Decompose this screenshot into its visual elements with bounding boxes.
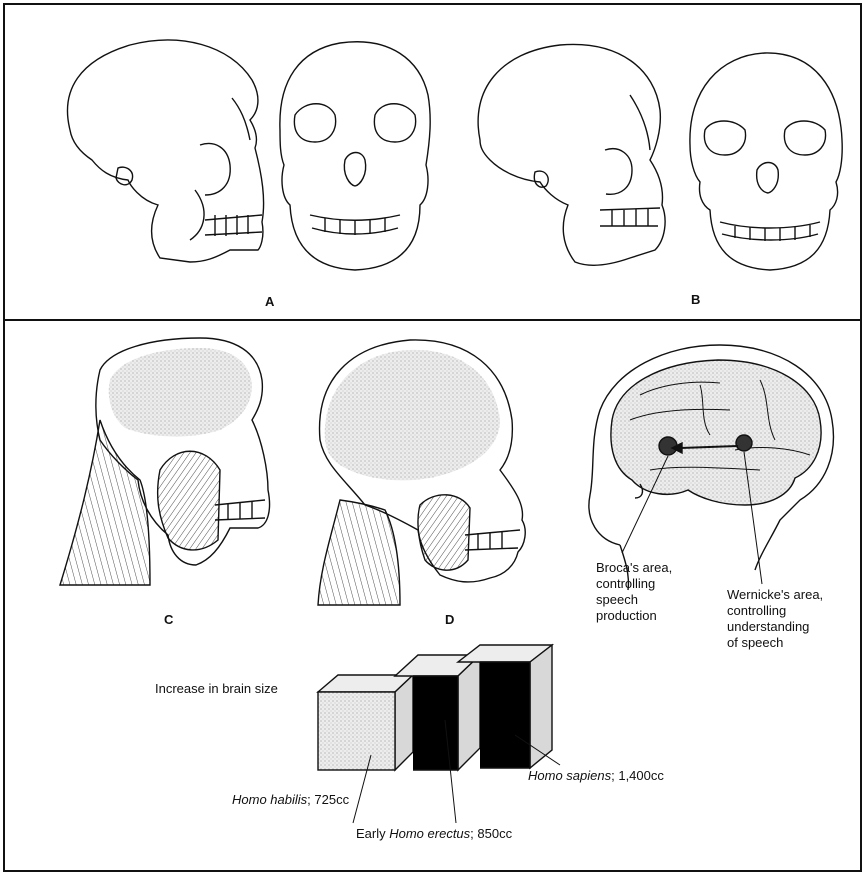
wernicke-line-2: controlling: [727, 603, 823, 619]
brain-size-chart: [318, 645, 560, 823]
skull-b-front: [690, 53, 842, 270]
homo-sapiens-label: Homo sapiens; 1,400cc: [528, 768, 664, 784]
broca-line-2: controlling: [596, 576, 672, 592]
label-b: B: [691, 292, 700, 307]
homo-habilis-name: Homo habilis: [232, 792, 307, 807]
brain-figure: [589, 345, 834, 590]
homo-erectus-name: Homo erectus: [389, 826, 470, 841]
wernicke-line-1: Wernicke's area,: [727, 587, 823, 603]
skull-a-side: [68, 40, 264, 262]
homo-habilis-value: ; 725cc: [307, 792, 349, 807]
broca-label: Broca's area, controlling speech product…: [596, 560, 672, 624]
skull-a-front: [280, 42, 430, 270]
homo-erectus-label: Early Homo erectus; 850cc: [356, 826, 512, 842]
homo-erectus-value: ; 850cc: [470, 826, 512, 841]
broca-line-4: production: [596, 608, 672, 624]
label-c: C: [164, 612, 173, 627]
homo-sapiens-name: Homo sapiens: [528, 768, 611, 783]
wernicke-line-3: understanding: [727, 619, 823, 635]
label-a: A: [265, 294, 274, 309]
wernicke-label: Wernicke's area, controlling understandi…: [727, 587, 823, 651]
head-c: [60, 338, 270, 585]
broca-line-3: speech: [596, 592, 672, 608]
wernicke-line-4: of speech: [727, 635, 823, 651]
homo-sapiens-value: ; 1,400cc: [611, 768, 664, 783]
homo-erectus-prefix: Early: [356, 826, 389, 841]
skull-b-side: [478, 44, 665, 265]
wernicke-area-marker: [736, 435, 752, 451]
homo-habilis-label: Homo habilis; 725cc: [232, 792, 349, 808]
broca-area-marker: [659, 437, 677, 455]
block-homo-habilis: [318, 675, 413, 770]
head-d: [318, 340, 525, 605]
broca-line-1: Broca's area,: [596, 560, 672, 576]
label-d: D: [445, 612, 454, 627]
brain-size-title: Increase in brain size: [155, 681, 278, 697]
